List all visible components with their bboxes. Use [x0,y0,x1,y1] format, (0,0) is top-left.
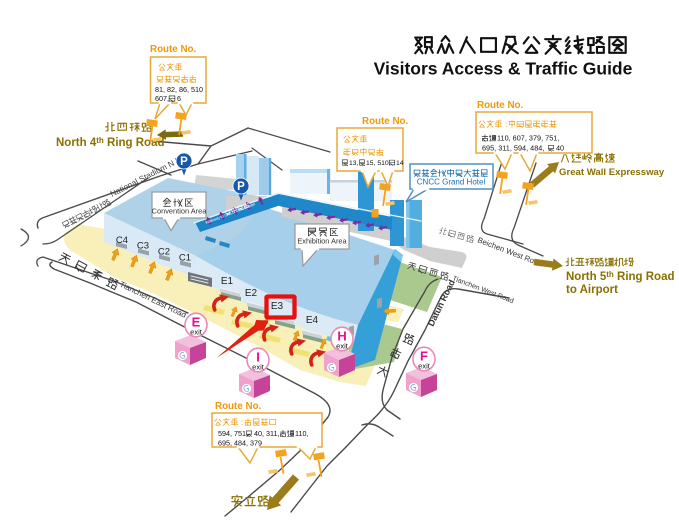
svg-text:E4: E4 [306,315,319,326]
svg-text:Route No.: Route No. [362,116,409,127]
svg-text:E3: E3 [271,301,284,312]
svg-text:Exhibition Area: Exhibition Area [297,237,347,246]
svg-text:40: 40 [556,144,564,153]
svg-text:607,: 607, [155,94,169,103]
svg-text:695, 484, 379: 695, 484, 379 [218,439,262,448]
svg-text:14: 14 [396,160,404,167]
svg-text:exit: exit [190,328,203,337]
svg-text:C2: C2 [158,247,170,258]
svg-text:40, 311,: 40, 311, [254,429,279,438]
svg-text:594, 751,: 594, 751, [218,429,248,438]
svg-text:6: 6 [177,94,181,103]
svg-text:H: H [337,329,346,344]
svg-text:Route No.: Route No. [150,44,197,55]
svg-text:15, 510,: 15, 510, [366,160,391,167]
svg-text::: : [241,418,243,427]
svg-text:110, 607, 379, 751,: 110, 607, 379, 751, [497,134,559,143]
svg-text:C3: C3 [137,241,149,252]
svg-text:I: I [256,350,260,365]
svg-text:to Airport: to Airport [566,284,618,296]
svg-text:exit: exit [252,363,265,372]
svg-text:exit: exit [418,362,431,371]
svg-text:North 5th Ring Road: North 5th Ring Road [566,270,675,283]
svg-text:P: P [180,156,188,168]
svg-text:Route No.: Route No. [215,401,262,412]
svg-text:P: P [237,181,245,193]
svg-text:E2: E2 [245,288,258,299]
svg-text:exit: exit [336,342,349,351]
svg-text:110,: 110, [295,429,308,438]
svg-text:695, 311, 594, 484,: 695, 311, 594, 484, [482,144,544,153]
svg-text:Visitors Access & Traffic Guid: Visitors Access & Traffic Guide [374,59,633,79]
svg-text:F: F [420,349,428,364]
svg-text:E: E [192,315,201,330]
svg-text:C1: C1 [179,253,191,264]
svg-text::: : [505,120,507,129]
svg-text:Route No.: Route No. [477,100,524,111]
svg-text:CNCC Grand Hotel: CNCC Grand Hotel [417,178,486,187]
svg-text:Great Wall Expressway: Great Wall Expressway [559,167,665,178]
svg-text:North 4th Ring Road: North 4th Ring Road [56,136,165,149]
svg-text:13,: 13, [349,160,359,167]
svg-text:81, 82, 86, 510: 81, 82, 86, 510 [155,85,203,94]
svg-text:C4: C4 [116,235,128,246]
svg-text:E1: E1 [221,276,234,287]
svg-text:Convention Area: Convention Area [152,207,208,216]
